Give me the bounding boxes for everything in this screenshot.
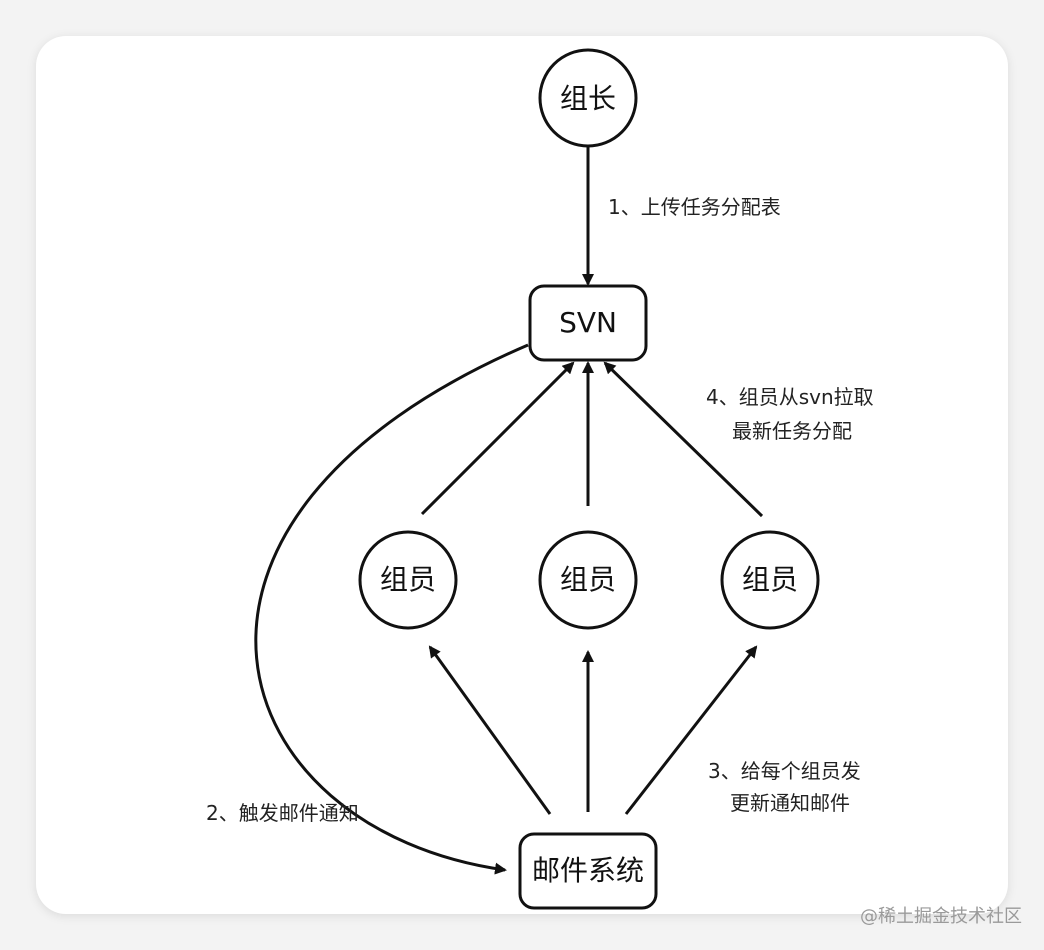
edge-svn-to-mail — [254, 343, 529, 875]
edge-mail-to-member-left — [428, 645, 552, 815]
edge-label-step3-line2: 更新通知邮件 — [730, 791, 850, 815]
edge-member-left-to-svn — [420, 361, 575, 516]
node-mail-system-label: 邮件系统 — [532, 854, 644, 887]
edge-label-step3-line1: 3、给每个组员发 — [708, 759, 861, 783]
node-member-left: 组员 — [358, 530, 458, 630]
node-member-left-label: 组员 — [380, 563, 436, 596]
node-mail-system: 邮件系统 — [518, 832, 658, 910]
diagram-frame — [36, 36, 1008, 914]
edge-label-step1: 1、上传任务分配表 — [608, 195, 781, 219]
edge-label-step4-line2: 最新任务分配 — [732, 419, 852, 443]
edge-member-right-to-svn — [603, 361, 764, 518]
edge-label-step2: 2、触发邮件通知 — [206, 801, 359, 825]
node-member-center: 组员 — [538, 530, 638, 630]
watermark: @稀土掘金技术社区 — [860, 906, 1022, 927]
edge-label-step4-line1: 4、组员从svn拉取 — [706, 385, 874, 409]
node-member-right-label: 组员 — [742, 563, 798, 596]
node-svn: SVN — [528, 284, 648, 362]
edge-mail-to-member-right — [624, 645, 758, 815]
node-member-center-label: 组员 — [560, 563, 616, 596]
node-leader: 组长 — [538, 48, 638, 148]
node-member-right: 组员 — [720, 530, 820, 630]
node-leader-label: 组长 — [560, 82, 616, 115]
node-svn-label: SVN — [559, 306, 617, 339]
